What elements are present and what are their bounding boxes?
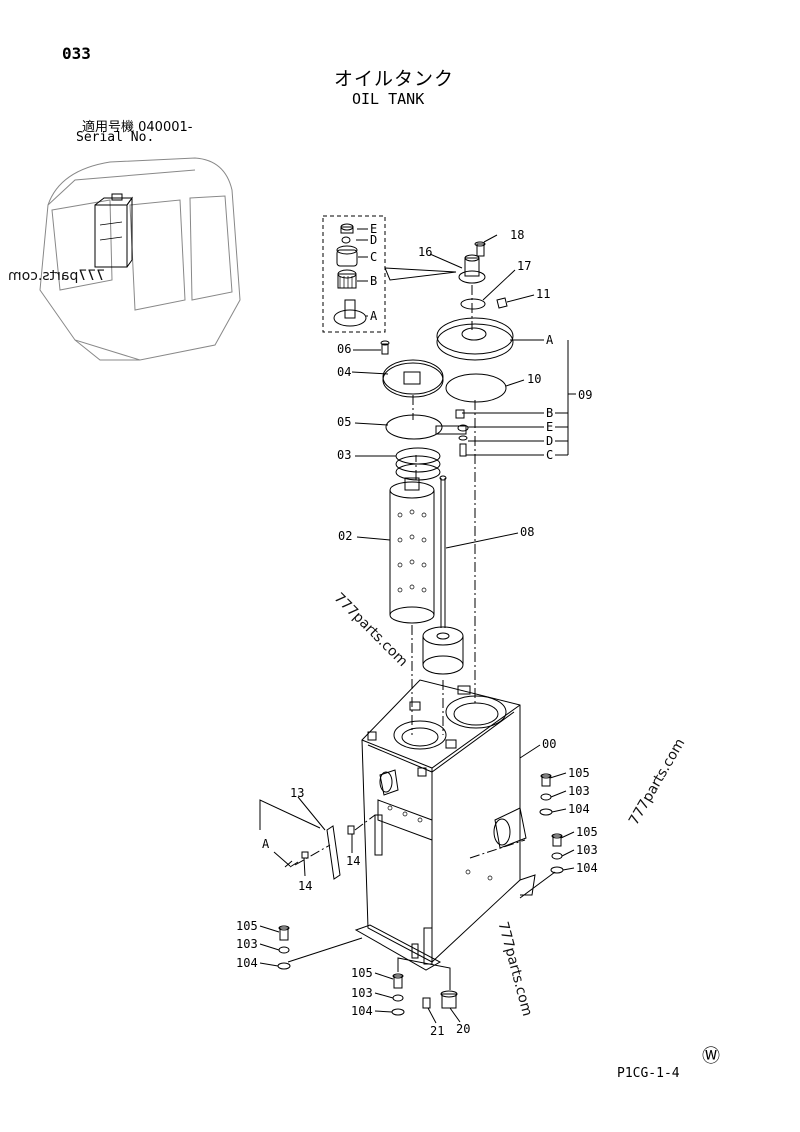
callout-02: 02 [338, 529, 352, 543]
title-japanese: オイルタンク [334, 68, 455, 90]
filter-kit-inset [322, 215, 457, 333]
callout-14-right: 14 [346, 854, 360, 868]
serial-label-japanese: 適用号機 040001- [82, 120, 193, 135]
machine-locator-sketch [39, 157, 241, 361]
callout-105-bottom: 105 [351, 966, 373, 980]
callout-09: 09 [578, 388, 592, 402]
callout-11: 11 [536, 287, 550, 301]
callout-104-upper: 104 [568, 802, 590, 816]
kit-label-e: E [370, 222, 377, 236]
strainer-rod [422, 400, 476, 735]
ref-label-d: D [546, 434, 553, 448]
callout-16: 16 [418, 245, 432, 259]
w-mark: Ⓦ [702, 1046, 720, 1067]
serial-label-english: Serial No. [76, 130, 155, 145]
ref-label-c: C [546, 448, 553, 462]
kit-label-d: D [370, 233, 377, 247]
callout-20: 20 [456, 1022, 470, 1036]
callout-103-bottom: 103 [351, 986, 373, 1000]
kit-label-a: A [370, 309, 378, 323]
callout-103-left: 103 [236, 937, 258, 951]
callout-103-upper: 103 [568, 784, 590, 798]
page-number: 033 [62, 44, 91, 63]
callout-103-mid: 103 [576, 843, 598, 857]
stay-bracket [259, 799, 376, 880]
oil-tank-body [354, 679, 536, 971]
callout-10: 10 [527, 372, 541, 386]
view-label-a: A [262, 837, 270, 851]
callout-14-left: 14 [298, 879, 312, 893]
title-english: OIL TANK [352, 90, 425, 108]
callout-105-left: 105 [236, 919, 258, 933]
mounting-hardware [277, 773, 564, 1016]
callout-105-upper: 105 [568, 766, 590, 780]
callout-13: 13 [290, 786, 304, 800]
callout-104-left: 104 [236, 956, 258, 970]
callout-105-mid: 105 [576, 825, 598, 839]
ref-label-b: B [546, 406, 553, 420]
callout-18: 18 [510, 228, 524, 242]
filter-cover-parts [380, 340, 444, 735]
callout-04: 04 [337, 365, 351, 379]
callout-06: 06 [337, 342, 351, 356]
breather-assembly [436, 241, 514, 403]
watermark-1: 777parts.com [8, 268, 106, 284]
callout-21: 21 [430, 1024, 444, 1038]
kit-label-c: C [370, 250, 377, 264]
callout-05: 05 [337, 415, 351, 429]
callout-00: 00 [542, 737, 556, 751]
kit-label-b: B [370, 274, 377, 288]
leader-lines [259, 234, 576, 1024]
ref-label-a: A [546, 333, 554, 347]
figure-code: P1CG-1-4 [617, 1066, 680, 1081]
callout-104-bottom: 104 [351, 1004, 373, 1018]
callout-labels: 18 16 17 11 06 04 10 09 05 03 02 08 00 1… [236, 222, 598, 1038]
callout-17: 17 [517, 259, 531, 273]
callout-03: 03 [337, 448, 351, 462]
callout-104-mid: 104 [576, 861, 598, 875]
ref-label-e: E [546, 420, 553, 434]
callout-08: 08 [520, 525, 534, 539]
